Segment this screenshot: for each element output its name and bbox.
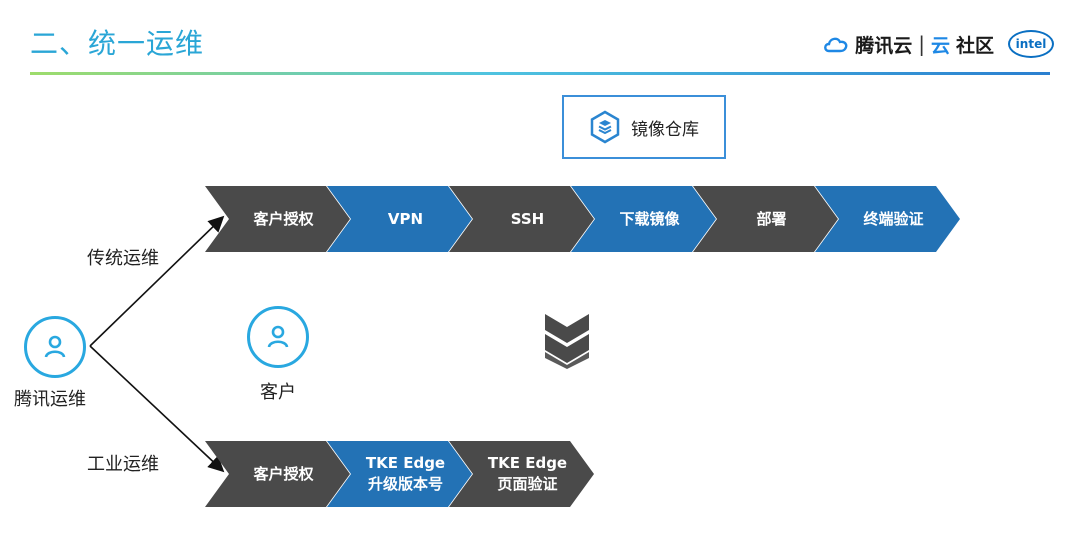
customer-avatar — [247, 306, 309, 368]
traditional-step-3: SSH — [449, 186, 594, 252]
industrial-step-3: TKE Edge 页面验证 — [449, 441, 594, 507]
tencent-ops-label: 腾讯运维 — [14, 389, 86, 410]
industrial-ops-label: 工业运维 — [87, 454, 159, 475]
tencent-cloud-community-logo: 腾讯云 | 云 社区 intel — [823, 28, 1054, 60]
traditional-step-1: 客户授权 — [205, 186, 350, 252]
traditional-step-4: 下载镜像 — [571, 186, 716, 252]
user-icon — [267, 325, 289, 348]
logo-brand: 腾讯云 — [855, 34, 913, 57]
tencent-cloud-icon — [824, 37, 848, 53]
industrial-step-1: 客户授权 — [205, 441, 350, 507]
title-underline — [30, 72, 1050, 75]
arrow-to-traditional — [89, 215, 225, 347]
traditional-step-5: 部署 — [693, 186, 838, 252]
user-icon — [44, 335, 66, 358]
traditional-step-2: VPN — [327, 186, 472, 252]
intel-logo: intel — [1008, 30, 1054, 58]
traditional-ops-label: 传统运维 — [87, 248, 159, 269]
down-chevrons-icon — [545, 314, 589, 369]
logo-cloud-char: 云 — [930, 34, 950, 57]
traditional-step-6: 终端验证 — [815, 186, 960, 252]
arrow-to-industrial — [89, 345, 225, 473]
logo-separator: | — [918, 32, 925, 56]
tencent-ops-avatar — [24, 316, 86, 378]
customer-label: 客户 — [260, 382, 296, 403]
repository-label: 镜像仓库 — [631, 119, 699, 140]
page-title: 二、统一运维 — [30, 27, 205, 60]
layers-hexagon-icon — [590, 110, 620, 144]
logo-community: 社区 — [955, 34, 994, 57]
image-repository-box: 镜像仓库 — [562, 95, 726, 159]
industrial-step-2: TKE Edge 升级版本号 — [327, 441, 472, 507]
